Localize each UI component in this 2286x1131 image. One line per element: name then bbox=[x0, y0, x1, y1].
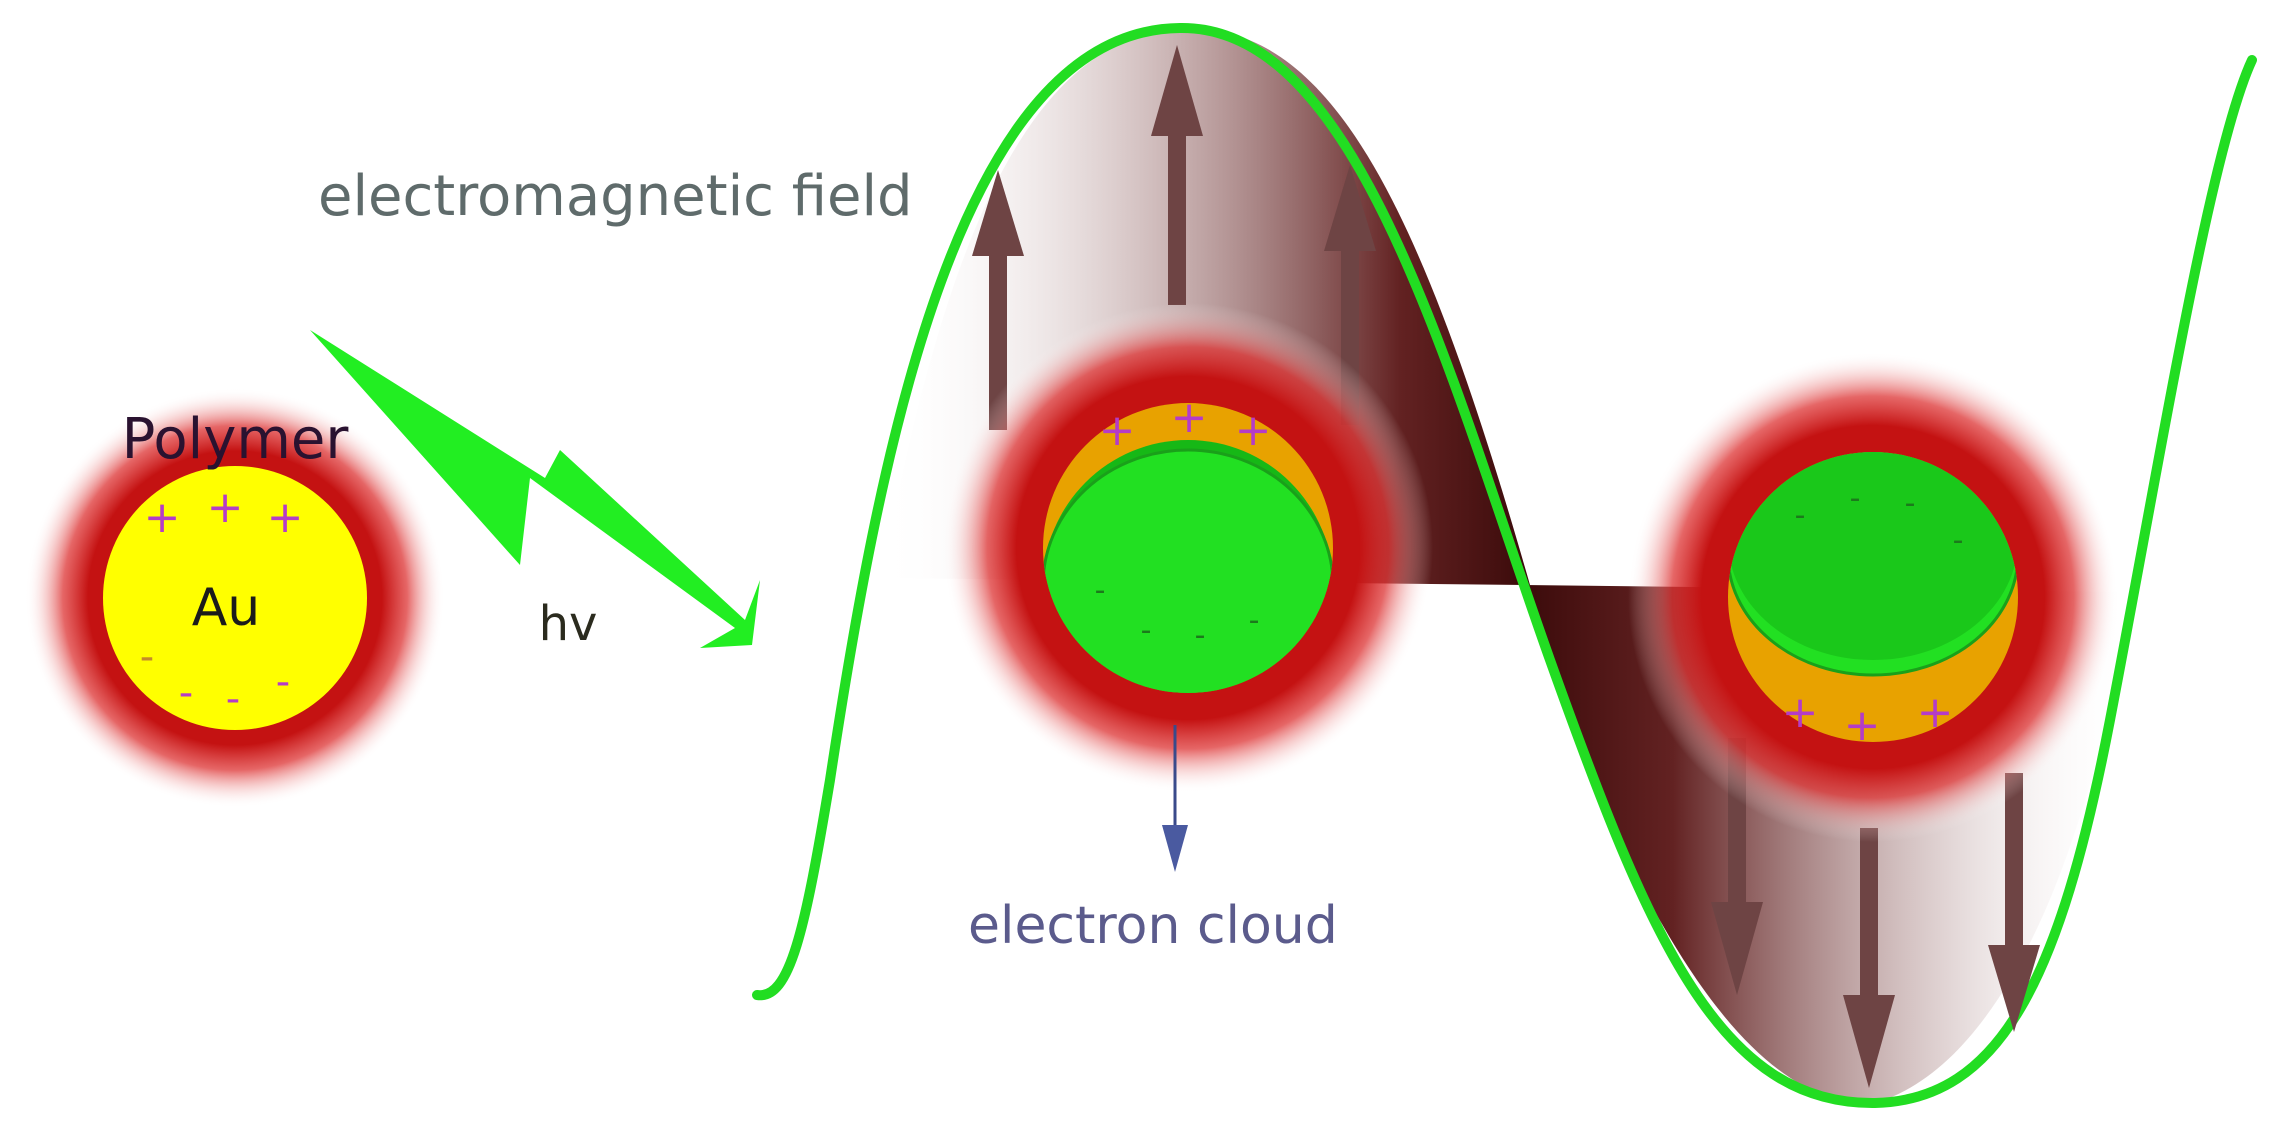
core-label: Au bbox=[192, 578, 261, 638]
plus-sign: + bbox=[267, 492, 304, 543]
minus-sign: - bbox=[1953, 523, 1964, 558]
field-label: electromagnetic field bbox=[318, 164, 913, 229]
field-arrow-down-icon bbox=[1988, 773, 2040, 1032]
gold-core bbox=[103, 466, 367, 730]
plus-sign: + bbox=[144, 492, 181, 543]
minus-sign: - bbox=[1905, 486, 1916, 521]
photon-bolt-icon bbox=[310, 330, 760, 648]
electromagnetic-wave bbox=[752, 22, 2257, 1109]
nanoparticle-oscillating-up: - - - - + + + bbox=[1628, 352, 2118, 842]
minus-sign: - bbox=[1095, 573, 1106, 608]
minus-sign: - bbox=[1795, 498, 1806, 533]
electron-cloud-front bbox=[1043, 448, 1333, 693]
plus-sign: + bbox=[1099, 405, 1136, 456]
plus-sign: + bbox=[1844, 700, 1881, 751]
plus-sign: + bbox=[1235, 405, 1272, 456]
nanoparticle-oscillating-down: + + + - - - - bbox=[943, 303, 1433, 793]
minus-sign: - bbox=[179, 670, 193, 716]
minus-sign: - bbox=[1850, 481, 1861, 516]
plus-sign: + bbox=[207, 482, 244, 533]
plus-sign: + bbox=[1171, 392, 1208, 443]
minus-sign: - bbox=[276, 659, 290, 705]
minus-sign: - bbox=[1195, 618, 1206, 653]
plus-sign: + bbox=[1917, 687, 1954, 738]
minus-sign: - bbox=[140, 634, 154, 680]
electron-cloud-back bbox=[1728, 452, 2018, 660]
minus-sign: - bbox=[226, 676, 240, 722]
field-arrows-up bbox=[972, 45, 1376, 430]
electron-cloud-label: electron cloud bbox=[968, 896, 1338, 956]
field-arrow-up-icon bbox=[1151, 45, 1203, 305]
field-arrow-down-icon bbox=[1843, 828, 1895, 1088]
minus-sign: - bbox=[1249, 603, 1260, 638]
photon-label: hv bbox=[539, 596, 598, 652]
electron-cloud-pointer-icon bbox=[1162, 725, 1188, 872]
plus-sign: + bbox=[1782, 687, 1819, 738]
nanoparticle-resting: + + + - - - - Au bbox=[25, 388, 445, 808]
minus-sign: - bbox=[1141, 613, 1152, 648]
field-arrow-up-icon bbox=[972, 170, 1024, 430]
polymer-label: Polymer bbox=[122, 407, 350, 472]
